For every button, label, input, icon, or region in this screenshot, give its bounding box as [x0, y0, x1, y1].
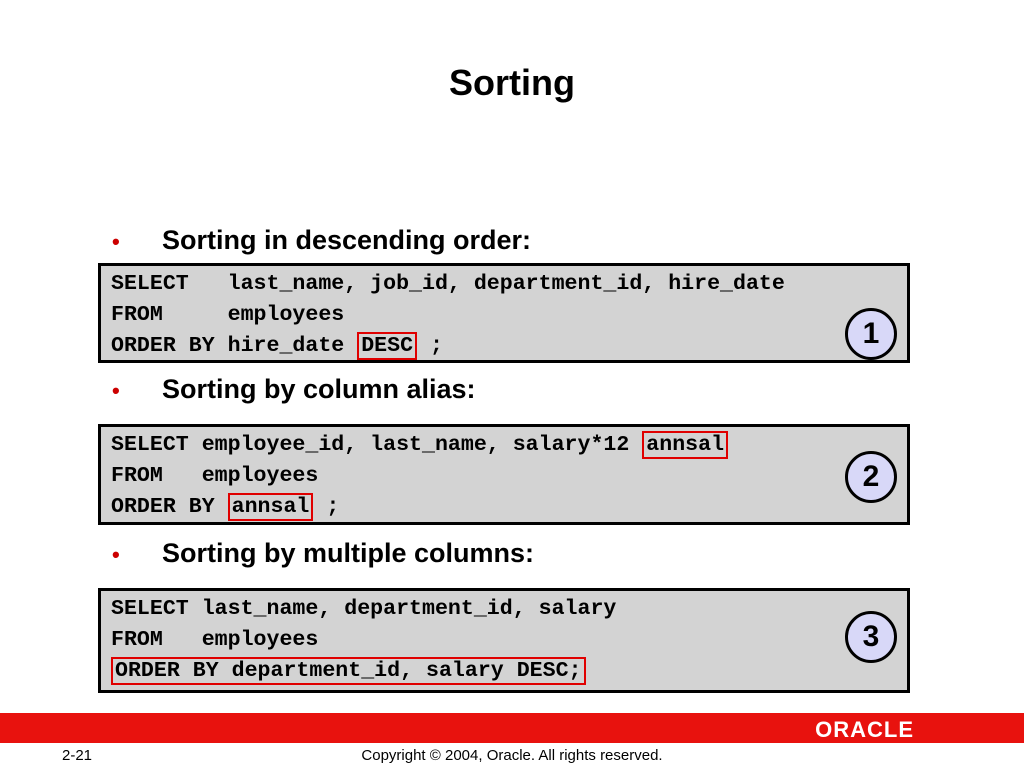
copyright-text: Copyright © 2004, Oracle. All rights res… [361, 747, 663, 764]
code-block-alias: SELECT employee_id, last_name, salary*12… [98, 424, 910, 525]
code-block-descending: SELECT last_name, job_id, department_id,… [98, 263, 910, 363]
highlight-box: annsal [227, 493, 314, 521]
code-line: SELECT last_name, department_id, salary [111, 597, 617, 621]
code-line: FROM employees [111, 303, 345, 327]
step-badge-3: 3 [845, 611, 897, 663]
bullet-text: Sorting by column alias: [162, 374, 476, 404]
highlight-box: ORDER BY department_id, salary DESC; [111, 657, 586, 685]
highlight-box: annsal [642, 431, 729, 459]
code-line: SELECT last_name, job_id, department_id,… [111, 272, 785, 296]
step-badge-2: 2 [845, 451, 897, 503]
code-line: FROM employees [111, 628, 319, 652]
bullet-dot-icon: • [112, 378, 120, 403]
oracle-logo: ORACLE [815, 717, 914, 742]
code-line: SELECT employee_id, last_name, salary*12… [111, 430, 907, 461]
bullet-dot-icon: • [112, 542, 120, 567]
page-number: 2-21 [62, 747, 93, 764]
bullet-text: Sorting by multiple columns: [162, 538, 535, 568]
code-line: ORDER BY department_id, salary DESC; [111, 656, 907, 687]
highlight-box: DESC [357, 332, 418, 360]
code-line: ORDER BY annsal ; [111, 493, 340, 521]
footer-bar: ORACLE [0, 713, 1024, 743]
code-line: ORDER BY hire_date DESC ; [111, 332, 443, 360]
code-block-multiple: SELECT last_name, department_id, salary … [98, 588, 910, 693]
code-line: FROM employees [111, 464, 319, 488]
step-badge-1: 1 [845, 308, 897, 360]
bullet-dot-icon: • [112, 229, 120, 254]
bullet-text: Sorting in descending order: [162, 225, 532, 255]
slide-title: Sorting [449, 62, 575, 103]
